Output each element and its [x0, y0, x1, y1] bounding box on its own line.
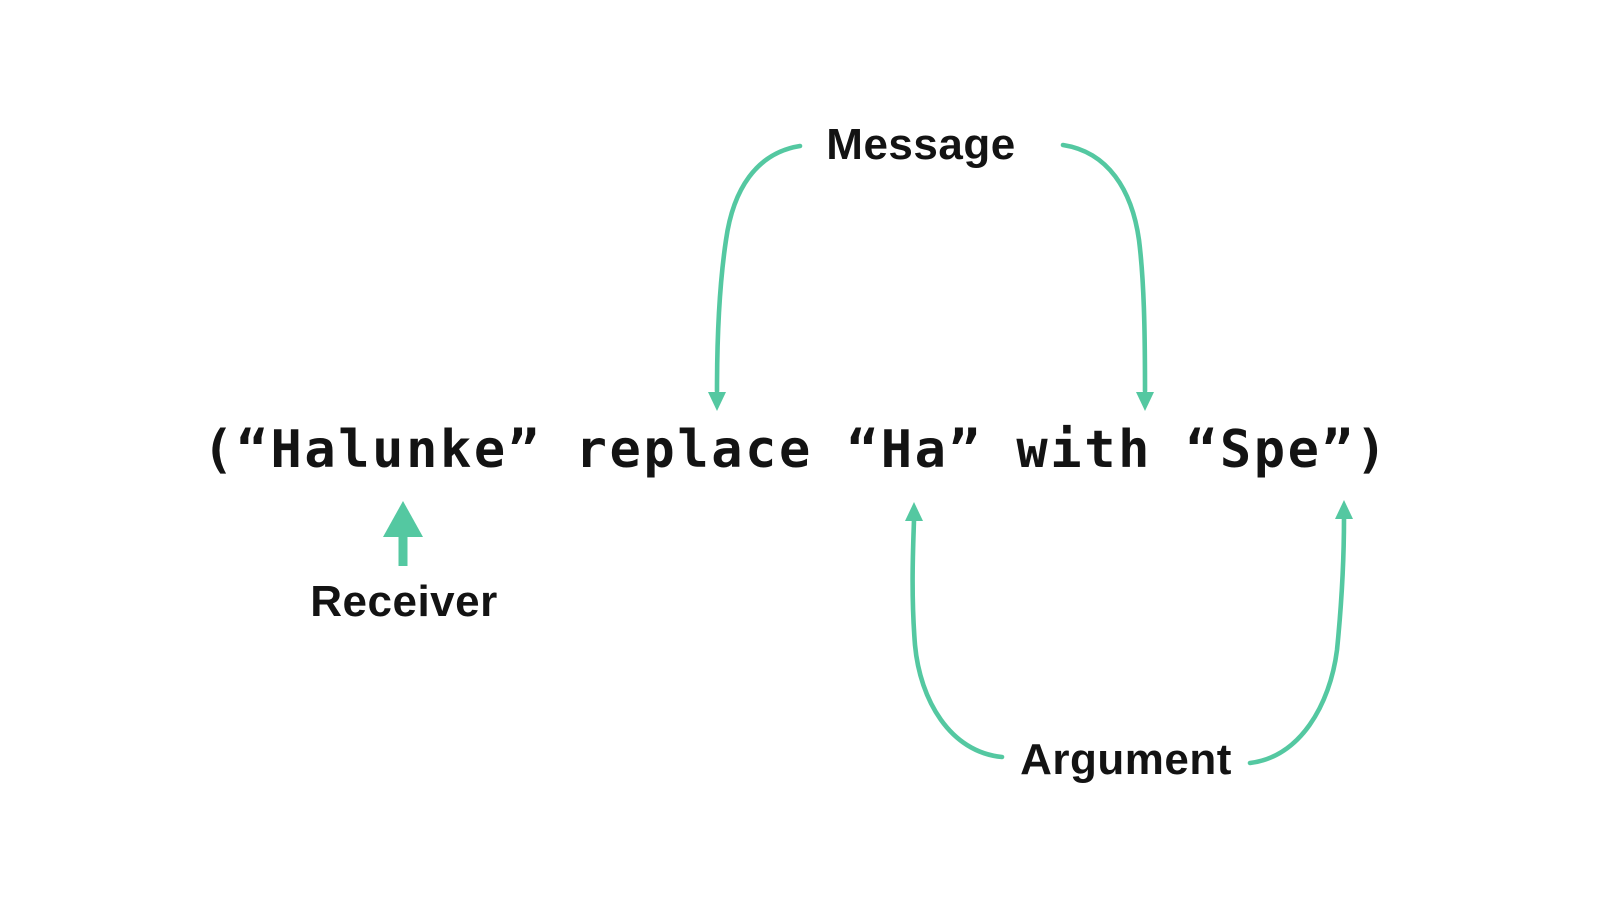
receiver-arrow-head: [383, 501, 423, 537]
argument-arrow-right-curve: [1247, 515, 1347, 766]
argument-arrow-left-head: [905, 502, 923, 521]
argument-arrow-left-curve: [910, 517, 1005, 760]
receiver-arrow-stem: [398, 535, 408, 566]
message-arrow-right-curve: [1060, 142, 1148, 394]
message-arrow-right-head: [1136, 392, 1154, 411]
label-message: Message: [826, 120, 1016, 169]
label-argument: Argument: [1020, 735, 1232, 784]
argument-arrow-right-head: [1335, 500, 1353, 519]
code-expression: (“Halunke” replace “Ha” with “Spe”): [202, 420, 1390, 480]
message-arrow-left-head: [708, 392, 726, 411]
label-receiver: Receiver: [310, 577, 498, 626]
message-arrow-left-curve: [714, 143, 803, 394]
